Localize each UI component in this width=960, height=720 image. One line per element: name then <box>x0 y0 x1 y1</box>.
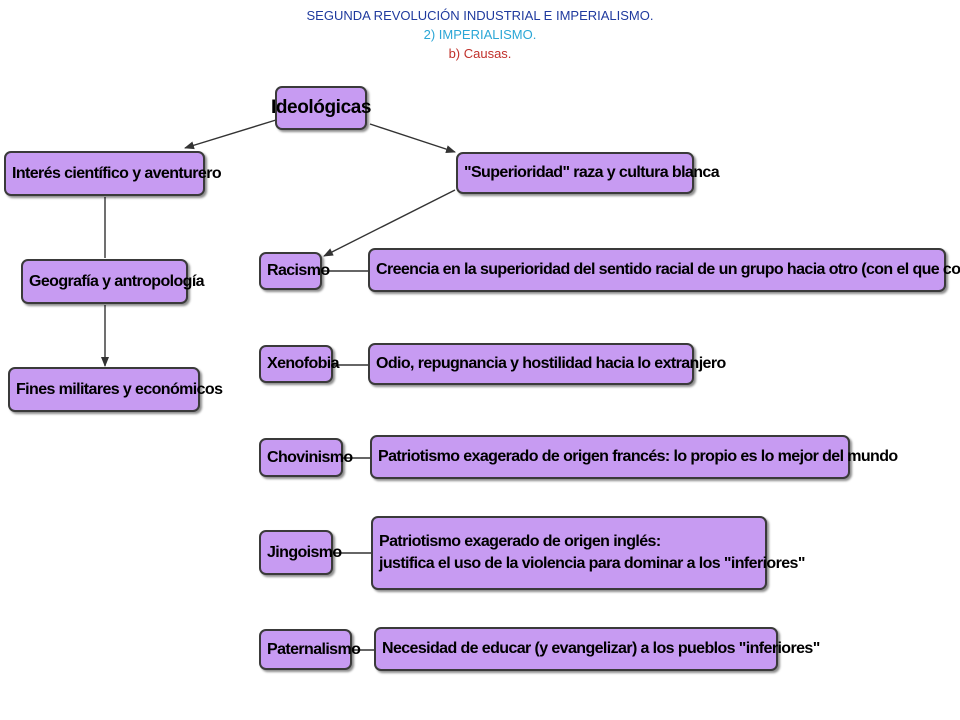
node-interes-cientifico: Interés científico y aventurero <box>4 151 222 196</box>
node-ideologicas: Ideológicas <box>271 86 371 130</box>
node-chovinismo-definicion: Patriotismo exagerado de origen francés:… <box>370 435 898 479</box>
arrow-root-to-interes <box>184 119 277 150</box>
node-xenofobia: Xenofobia <box>259 345 340 383</box>
node-jingoismo: Jingoismo <box>259 530 342 575</box>
node-fines-militares: Fines militares y económicos <box>8 367 223 412</box>
section-subtitle: 2) IMPERIALISMO. <box>423 27 537 42</box>
node-jingoismo-definicion: Patriotismo exagerado de origen inglés: … <box>371 516 805 590</box>
node-xenofobia-definicion: Odio, repugnancia y hostilidad hacia lo … <box>368 343 726 385</box>
subsection-subtitle: b) Causas. <box>448 46 512 61</box>
node-geografia-antropologia: Geografía y antropología <box>21 259 205 304</box>
node-superioridad-raza: "Superioridad" raza y cultura blanca <box>456 152 720 194</box>
node-paternalismo-definicion: Necesidad de educar (y evangelizar) a lo… <box>374 627 820 671</box>
jingoismo-def-line1: Patriotismo exagerado de origen inglés: <box>379 533 661 550</box>
node-racismo: Racismo <box>259 252 330 290</box>
slide-title: SEGUNDA REVOLUCIÓN INDUSTRIAL E IMPERIAL… <box>306 8 654 23</box>
node-chovinismo: Chovinismo <box>259 438 353 477</box>
jingoismo-def-line2: justifica el uso de la violencia para do… <box>379 555 805 572</box>
node-paternalismo: Paternalismo <box>259 629 361 670</box>
slide-header: SEGUNDA REVOLUCIÓN INDUSTRIAL E IMPERIAL… <box>0 6 960 63</box>
arrow-root-to-superioridad <box>369 123 456 153</box>
arrow-superioridad-to-racismo <box>323 189 456 257</box>
node-racismo-definicion: Creencia en la superioridad del sentido … <box>368 248 960 292</box>
